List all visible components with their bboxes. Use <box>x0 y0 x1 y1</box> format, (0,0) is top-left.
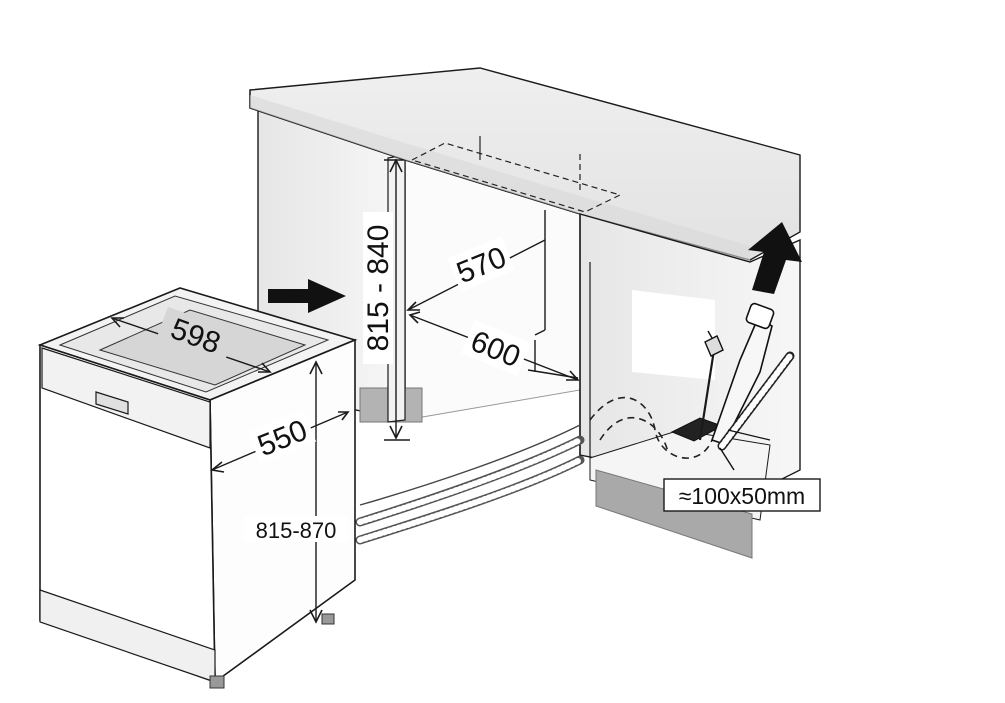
cutout-callout-box <box>663 478 821 512</box>
worktop-dashed-outline <box>410 142 622 213</box>
door-handle <box>95 391 129 415</box>
hoses <box>355 396 713 545</box>
kitchen-niche <box>249 67 801 559</box>
cutout-size-label: ≈100x50mm <box>679 483 805 509</box>
dishwasher-foot <box>209 675 225 689</box>
height-label: 815-870 <box>256 518 337 543</box>
power-cable <box>698 349 716 441</box>
countertop-front-edge <box>250 95 750 262</box>
connectors <box>698 302 795 471</box>
control-panel <box>41 347 211 449</box>
niche-height-label: 815 - 840 <box>362 225 395 352</box>
hidden-hose-route <box>589 396 713 459</box>
arrows <box>268 222 802 313</box>
power-plug-icon <box>704 335 724 357</box>
lift-arrow-icon <box>748 222 802 294</box>
dishwasher-side <box>209 338 356 684</box>
dishwasher-foot-rear <box>321 613 335 625</box>
right-cabinet-opening <box>632 290 715 380</box>
cutout-callout: ≈100x50mm <box>663 478 821 512</box>
push-in-arrow-icon <box>268 279 346 313</box>
